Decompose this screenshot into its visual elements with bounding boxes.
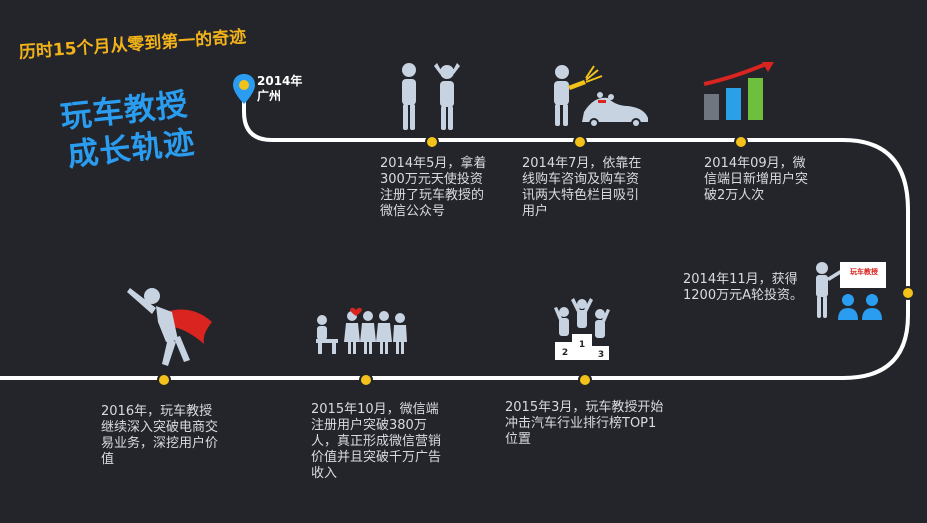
growth-bars-icon bbox=[703, 62, 774, 120]
timeline-dot-jul-2014 bbox=[573, 135, 587, 149]
timeline-dot-sep-2014 bbox=[734, 135, 748, 149]
timeline-dot-nov-2014 bbox=[901, 286, 915, 300]
podium-first: 1 bbox=[578, 340, 586, 350]
origin-year: 2014年 bbox=[257, 74, 303, 88]
presentation-badge: 玩车教授 bbox=[850, 268, 878, 276]
milestone-sep-2014: 2014年09月，微信端日新增用户突破2万人次 bbox=[704, 156, 809, 203]
podium-third: 3 bbox=[597, 350, 605, 360]
timeline-dot-may-2014 bbox=[425, 135, 439, 149]
worried-people-icon bbox=[402, 63, 460, 130]
timeline-dot-mar-2015 bbox=[578, 373, 592, 387]
milestone-may-2014: 2014年5月，拿着300万元天使投资注册了玩车教授的微信公众号 bbox=[380, 156, 487, 219]
presentation-icon bbox=[816, 262, 886, 320]
origin-city: 广州 bbox=[257, 89, 282, 103]
timeline-dot-2016 bbox=[157, 373, 171, 387]
milestone-2016: 2016年，玩车教授继续深入突破电商交易业务，深挖用户价值 bbox=[101, 404, 219, 467]
milestone-nov-2014: 2014年11月，获得1200万元A轮投资。 bbox=[683, 272, 803, 303]
podium-second: 2 bbox=[561, 348, 569, 358]
podium-icon bbox=[554, 298, 610, 360]
milestone-jul-2014: 2014年7月，依靠在线购车咨询及购车资讯两大特色栏目吸引用户 bbox=[522, 156, 642, 219]
champagne-car-icon bbox=[554, 65, 648, 128]
origin-label: 2014年 广州 bbox=[257, 74, 302, 104]
timeline-dot-oct-2015 bbox=[359, 373, 373, 387]
superhero-icon bbox=[127, 288, 212, 366]
milestone-mar-2015: 2015年3月，玩车教授开始冲击汽车行业排行榜TOP1位置 bbox=[505, 400, 664, 447]
map-pin-icon bbox=[233, 74, 255, 104]
milestone-oct-2015: 2015年10月，微信端注册用户突破380万人，真正形成微信营销价值并且突破千万… bbox=[311, 402, 442, 481]
crowd-meeting-icon bbox=[316, 307, 407, 354]
